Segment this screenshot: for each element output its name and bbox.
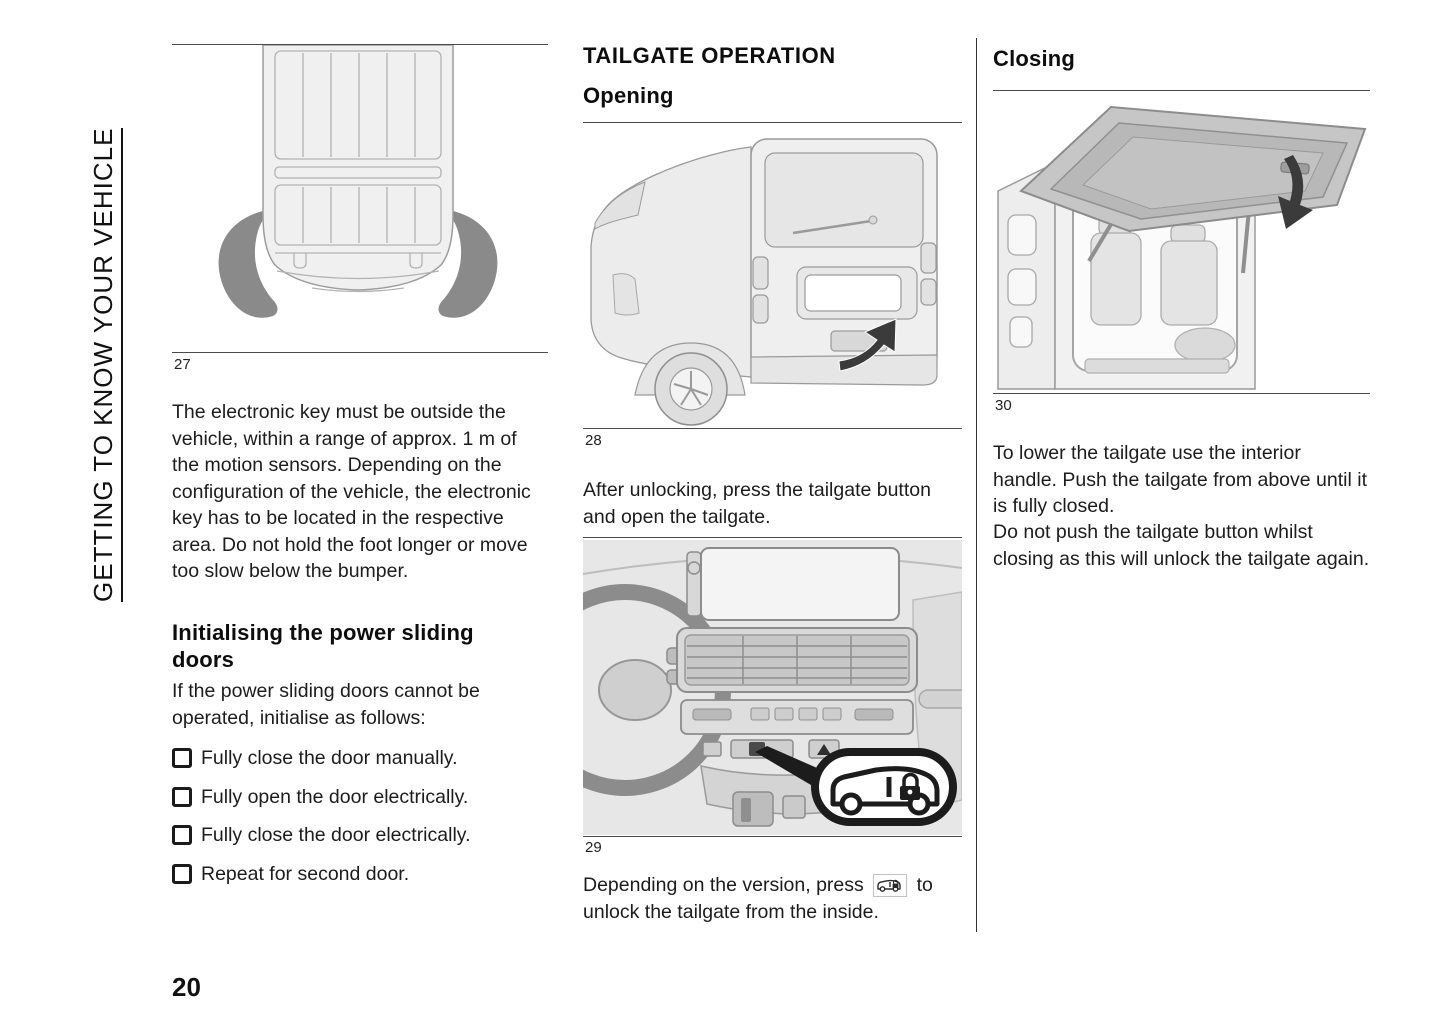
curved-arrow-down-icon: [1278, 155, 1313, 229]
step-text: Fully close the door electrically.: [201, 824, 471, 846]
figure-30-label: 30: [995, 397, 1012, 414]
divider: [583, 537, 962, 538]
depending-version-paragraph: Depending on the version, press to unloc…: [583, 872, 962, 925]
figure-27-label: 27: [174, 356, 191, 373]
initialise-intro-paragraph: If the power sliding doors cannot be ope…: [172, 680, 480, 729]
step-text: Repeat for second door.: [201, 862, 410, 885]
paragraph-text: Depending on the version, press: [583, 874, 864, 896]
list-item: Repeat for second door.: [172, 861, 548, 887]
chapter-title: GETTING TO KNOW YOUR VEHICLE: [88, 42, 128, 602]
divider: [993, 393, 1370, 394]
divider: [993, 90, 1370, 91]
divider: [583, 122, 962, 123]
figure-27-motion-sensor-zones: [172, 45, 548, 350]
sensor-zone-shapes: [218, 209, 498, 318]
figure-30-closing-tailgate: [993, 93, 1370, 391]
closing-heading: Closing: [993, 46, 1076, 71]
checkbox-square-icon: [172, 825, 192, 845]
figure-28-tailgate-button: [583, 125, 962, 427]
opening-heading: Opening: [583, 83, 674, 108]
do-not-push-paragraph: Do not push the tailgate button whilst c…: [993, 521, 1370, 570]
list-item: Fully close the door manually.: [172, 745, 548, 771]
figure-29-dashboard-unlock-button: [583, 540, 962, 835]
chapter-title-text: GETTING TO KNOW YOUR VEHICLE: [88, 127, 123, 602]
checkbox-square-icon: [172, 748, 192, 768]
page-number: 20: [172, 972, 201, 1002]
initialising-heading: Initialising the power sliding doors: [172, 620, 474, 672]
initialise-steps-list: Fully close the door manually. Fully ope…: [172, 745, 548, 899]
step-text: Fully open the door electrically.: [201, 785, 469, 808]
divider: [583, 428, 962, 429]
van-lock-icon: [873, 874, 908, 897]
divider: [583, 836, 962, 837]
divider: [172, 352, 548, 353]
figure-29-label: 29: [585, 839, 602, 856]
step-text: Fully close the door manually.: [201, 747, 458, 769]
curved-arrow-up-icon: [838, 318, 897, 372]
figure-28-label: 28: [585, 432, 602, 449]
paragraph-text: to unlock the tailgate from the inside.: [583, 874, 933, 923]
after-unlocking-paragraph: After unlocking, press the tailgate butt…: [583, 479, 931, 528]
checkbox-square-icon: [172, 786, 192, 807]
tailgate-operation-heading: TAILGATE OPERATION: [583, 43, 836, 68]
checkbox-square-icon: [172, 863, 192, 884]
list-item: Fully open the door electrically.: [172, 784, 548, 810]
electronic-key-paragraph: The electronic key must be outside the v…: [172, 401, 531, 582]
van-lock-icon: [830, 766, 940, 816]
list-item: Fully close the door electrically.: [172, 822, 548, 848]
lower-tailgate-paragraph: To lower the tailgate use the interior h…: [993, 442, 1367, 517]
column-divider: [976, 38, 977, 932]
